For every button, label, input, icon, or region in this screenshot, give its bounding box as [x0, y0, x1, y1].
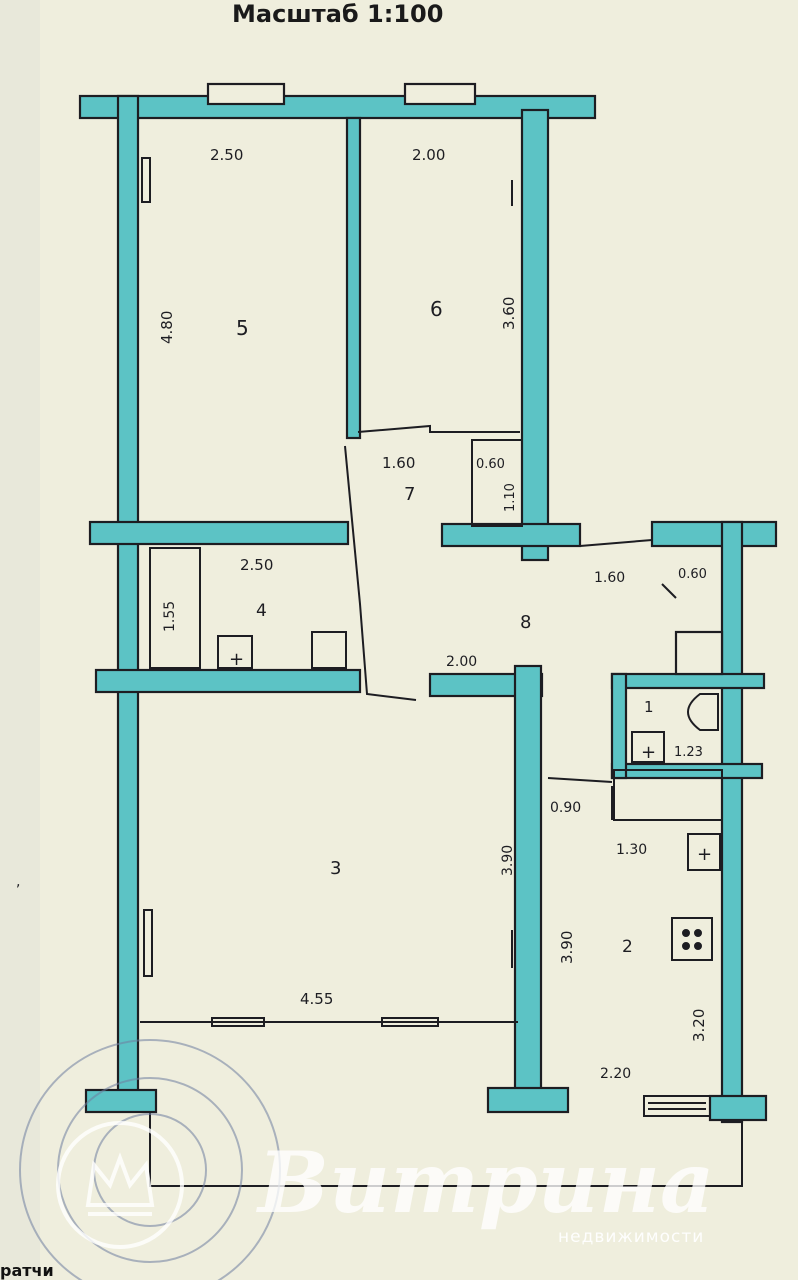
wall-bath-left — [610, 672, 628, 780]
dim-room5-length: 4.80 — [158, 311, 176, 344]
room-label-3: 3 — [330, 858, 341, 879]
sink-kitchen — [687, 833, 721, 871]
dim-closet-width: 0.60 — [476, 457, 505, 472]
sink-plus: + — [697, 844, 712, 865]
wall-4-bottom — [94, 668, 362, 694]
dim-hall-width: 1.60 — [594, 570, 625, 586]
watermark-tagline: недвижимости — [558, 1227, 704, 1247]
wall-bath-top — [610, 672, 766, 690]
partition-7-left — [344, 445, 417, 701]
dim-room3-width: 4.55 — [300, 990, 333, 1008]
dim-room4-width: 2.50 — [240, 556, 273, 574]
dim-bath-width: 1.30 — [616, 842, 647, 858]
cabinet-4 — [311, 631, 347, 669]
dim-kitchen-side: 3.20 — [690, 1009, 708, 1042]
window-left-3 — [143, 909, 153, 977]
socket-4 — [217, 635, 253, 669]
window-top-left — [206, 82, 286, 106]
fixtures: + + + — [149, 547, 721, 1117]
niche-line — [661, 583, 677, 599]
wall-closet-bottom — [440, 522, 582, 548]
dim-passage-width: 0.90 — [550, 800, 581, 816]
wardrobe-4 — [149, 547, 201, 669]
dim-hall-niche: 0.60 — [678, 567, 707, 582]
house-outline — [149, 1112, 743, 1187]
room-label-6: 6 — [430, 297, 443, 321]
walls — [78, 82, 778, 1124]
room-label-2: 2 — [622, 937, 633, 957]
partitions — [149, 424, 743, 1187]
closet-box — [471, 439, 523, 527]
wall-right — [720, 520, 744, 1124]
room-label-8: 8 — [520, 612, 531, 633]
dim-kitchen-width: 2.20 — [600, 1066, 631, 1082]
toilet-box — [631, 731, 665, 763]
dim-room4-length: 1.55 — [162, 601, 178, 632]
dim-kitchen-length: 3.90 — [558, 931, 576, 964]
wall-5-bottom — [88, 520, 350, 546]
window-left-5 — [141, 157, 151, 203]
toilet-bowl — [687, 693, 719, 731]
wall-bottom-left — [84, 1088, 158, 1114]
dim-room5-width: 2.50 — [210, 146, 243, 164]
room-label-7: 7 — [404, 484, 415, 505]
wall-right-6 — [520, 108, 550, 562]
dim-room7-width: 1.60 — [382, 454, 415, 472]
socket-4-plus: + — [229, 649, 244, 670]
dim-closet-length: 1.10 — [503, 483, 518, 512]
wall-5-6 — [345, 116, 362, 440]
partition-7-top — [357, 424, 520, 433]
stove — [671, 917, 713, 961]
wall-niche — [674, 630, 724, 676]
radiator-kitchen — [643, 1095, 711, 1117]
passage-line — [547, 777, 613, 783]
wall-marks — [141, 157, 513, 977]
toilet-plus: + — [641, 742, 656, 763]
watermark: Витрина недвижимости — [56, 1121, 714, 1249]
room-label-1: 1 — [644, 698, 654, 716]
dim-wc-width: 1.23 — [674, 745, 703, 760]
dim-corridor-width: 2.00 — [446, 654, 477, 670]
wall-3-2 — [513, 664, 543, 1092]
window-room3 — [140, 1017, 518, 1027]
wall-left — [116, 94, 140, 1108]
watermark-brand: Витрина — [256, 1133, 714, 1232]
room-label-4: 4 — [256, 601, 267, 621]
window-top-right — [403, 82, 477, 106]
bath-tub — [613, 769, 723, 821]
margin-mark: , — [16, 874, 20, 890]
room-labels: 5 6 7 4 8 1 3 2 — [236, 297, 654, 957]
wall-top — [78, 94, 597, 120]
wall-bottom-mid — [486, 1086, 570, 1114]
hall-top-line — [579, 539, 653, 547]
wall-bottom-right — [708, 1094, 768, 1122]
dimension-labels: 2.50 4.80 2.00 3.60 1.60 0.60 1.10 2.50 … — [158, 146, 708, 1082]
dim-room6-width: 2.00 — [412, 146, 445, 164]
room-label-5: 5 — [236, 316, 249, 340]
dim-room6-length: 3.60 — [500, 297, 518, 330]
scale-title: Масштаб 1:100 — [232, 0, 443, 28]
wall-right-top — [650, 520, 778, 548]
crown-logo-icon — [56, 1121, 184, 1249]
footer-text: ратчи — [0, 1261, 54, 1280]
dim-room3-length: 3.90 — [500, 845, 516, 876]
